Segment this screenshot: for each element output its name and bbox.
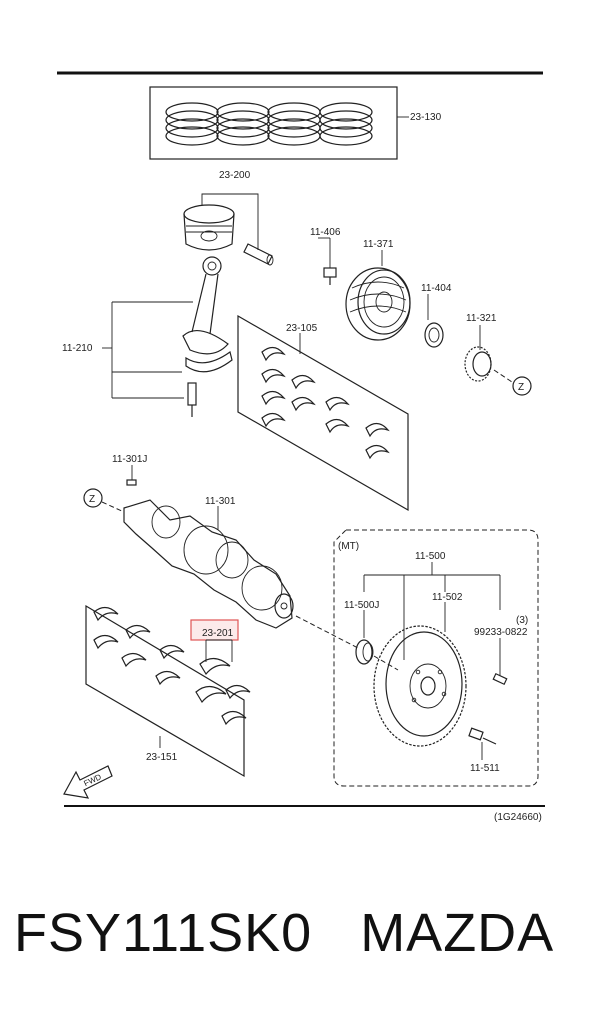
pulley-part — [345, 250, 411, 341]
label-rod-bearings: 23-105 — [286, 323, 318, 334]
crankshaft-part — [83, 488, 359, 649]
label-key-11404: 11-404 — [421, 283, 452, 294]
label-thrust: 23-201 — [202, 628, 234, 639]
label-bearing-11500j: 11-500J — [344, 600, 379, 611]
bolt-11406-part — [318, 237, 337, 285]
label-z-right: Z — [518, 382, 524, 393]
main-bearings-group — [85, 604, 251, 778]
connecting-rod-part — [102, 256, 233, 417]
label-crankshaft: 11-301 — [205, 496, 236, 507]
label-sprocket: 11-321 — [466, 313, 497, 324]
piston-part — [183, 193, 274, 266]
label-ring-gear: 11-502 — [432, 592, 463, 603]
key-11301j-part — [126, 465, 137, 486]
flywheel-part — [373, 625, 508, 747]
label-bolt-11406: 11-406 — [310, 227, 341, 238]
label-dowel: 99233-0822 — [474, 627, 528, 638]
mt-group — [333, 529, 539, 787]
key-11404-part — [424, 294, 444, 348]
label-mt: (MT) — [338, 541, 359, 552]
bolt-11511-part — [468, 727, 497, 760]
label-rod: 11-210 — [62, 343, 93, 354]
rod-bearings-group — [237, 314, 409, 512]
label-z-left: Z — [89, 494, 95, 505]
label-flywheel-group: 11-500 — [415, 551, 446, 562]
fwd-arrow-icon: FWD — [63, 765, 113, 799]
caption-part-number: FSY111SK0 — [14, 903, 313, 963]
label-main-bearings: 23-151 — [146, 752, 178, 763]
label-qty: (3) — [516, 615, 528, 626]
part-caption: FSY111SK0 MAZDA — [14, 902, 594, 964]
sprocket-part — [464, 325, 532, 396]
label-piston: 23-200 — [219, 170, 251, 181]
label-ref: (1G24660) — [494, 812, 542, 823]
label-piston-rings: 23-130 — [410, 112, 442, 123]
piston-rings-group — [149, 86, 409, 160]
label-pulley: 11-371 — [363, 239, 394, 250]
label-key-11301j: 11-301J — [112, 454, 147, 465]
pilot-bearing-part — [355, 639, 399, 671]
label-bolt-11511: 11-511 — [470, 763, 500, 774]
caption-brand: MAZDA — [360, 903, 555, 963]
